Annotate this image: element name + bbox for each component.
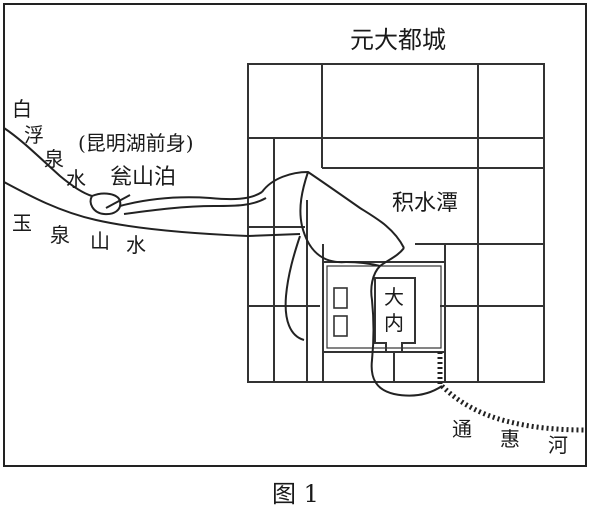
yuquanshan-char-4: 水 — [126, 233, 146, 257]
wengshanpo-label: 瓮山泊 — [110, 165, 176, 190]
canal-to-city-lower — [123, 197, 267, 215]
canal-to-city-upper — [119, 191, 263, 207]
wengshan-lake-outlet — [105, 194, 131, 209]
city-label: 元大都城 — [350, 26, 446, 54]
baifuquan-char-4: 水 — [66, 167, 86, 191]
palace-walls — [374, 277, 416, 353]
palace-label-nei: 内 — [384, 311, 404, 335]
waterways — [3, 127, 587, 433]
palace-moat-river — [370, 247, 443, 397]
map-frame — [3, 3, 587, 467]
city-walls — [247, 63, 545, 383]
baifuquan-char-2: 浮 — [24, 123, 44, 147]
baifuquan-char-3: 泉 — [44, 147, 64, 171]
yuquanshan-char-2: 泉 — [50, 223, 70, 247]
inner-wall — [326, 265, 442, 349]
baifuquan-char-1: 白 — [12, 97, 32, 121]
yuquanshan-char-3: 山 — [90, 229, 110, 253]
figure-caption: 图 1 — [272, 480, 319, 508]
palace-compound — [322, 261, 446, 353]
wengshan-lake — [89, 192, 122, 216]
tonghui-char-2: 惠 — [500, 427, 520, 451]
map-labels: 元大都城 积水潭 大 内 瓮山泊 (昆明湖前身) 白 浮 泉 水 玉 泉 山 水… — [12, 26, 568, 457]
kunming-note-label: (昆明湖前身) — [78, 131, 194, 155]
lake-label-jishuitan: 积水潭 — [392, 191, 458, 216]
annex-building-lower — [333, 315, 348, 337]
lake-connector — [345, 261, 381, 267]
baifuquan-river — [3, 127, 93, 197]
palace-label-da: 大 — [384, 285, 404, 309]
tonghui-char-1: 通 — [452, 417, 472, 441]
tonghui-canal — [440, 384, 587, 433]
imperial-city-wall — [322, 261, 446, 353]
yuquanshan-char-1: 玉 — [12, 211, 32, 235]
jishuitan-west-shore — [284, 235, 305, 341]
city-outer-wall — [247, 63, 545, 383]
yuquanshan-river — [3, 181, 301, 238]
jishuitan-lake — [261, 170, 405, 249]
annex-building-upper — [333, 287, 348, 309]
jishuitan-east-shore — [299, 171, 347, 264]
tonghui-char-3: 河 — [548, 433, 568, 457]
